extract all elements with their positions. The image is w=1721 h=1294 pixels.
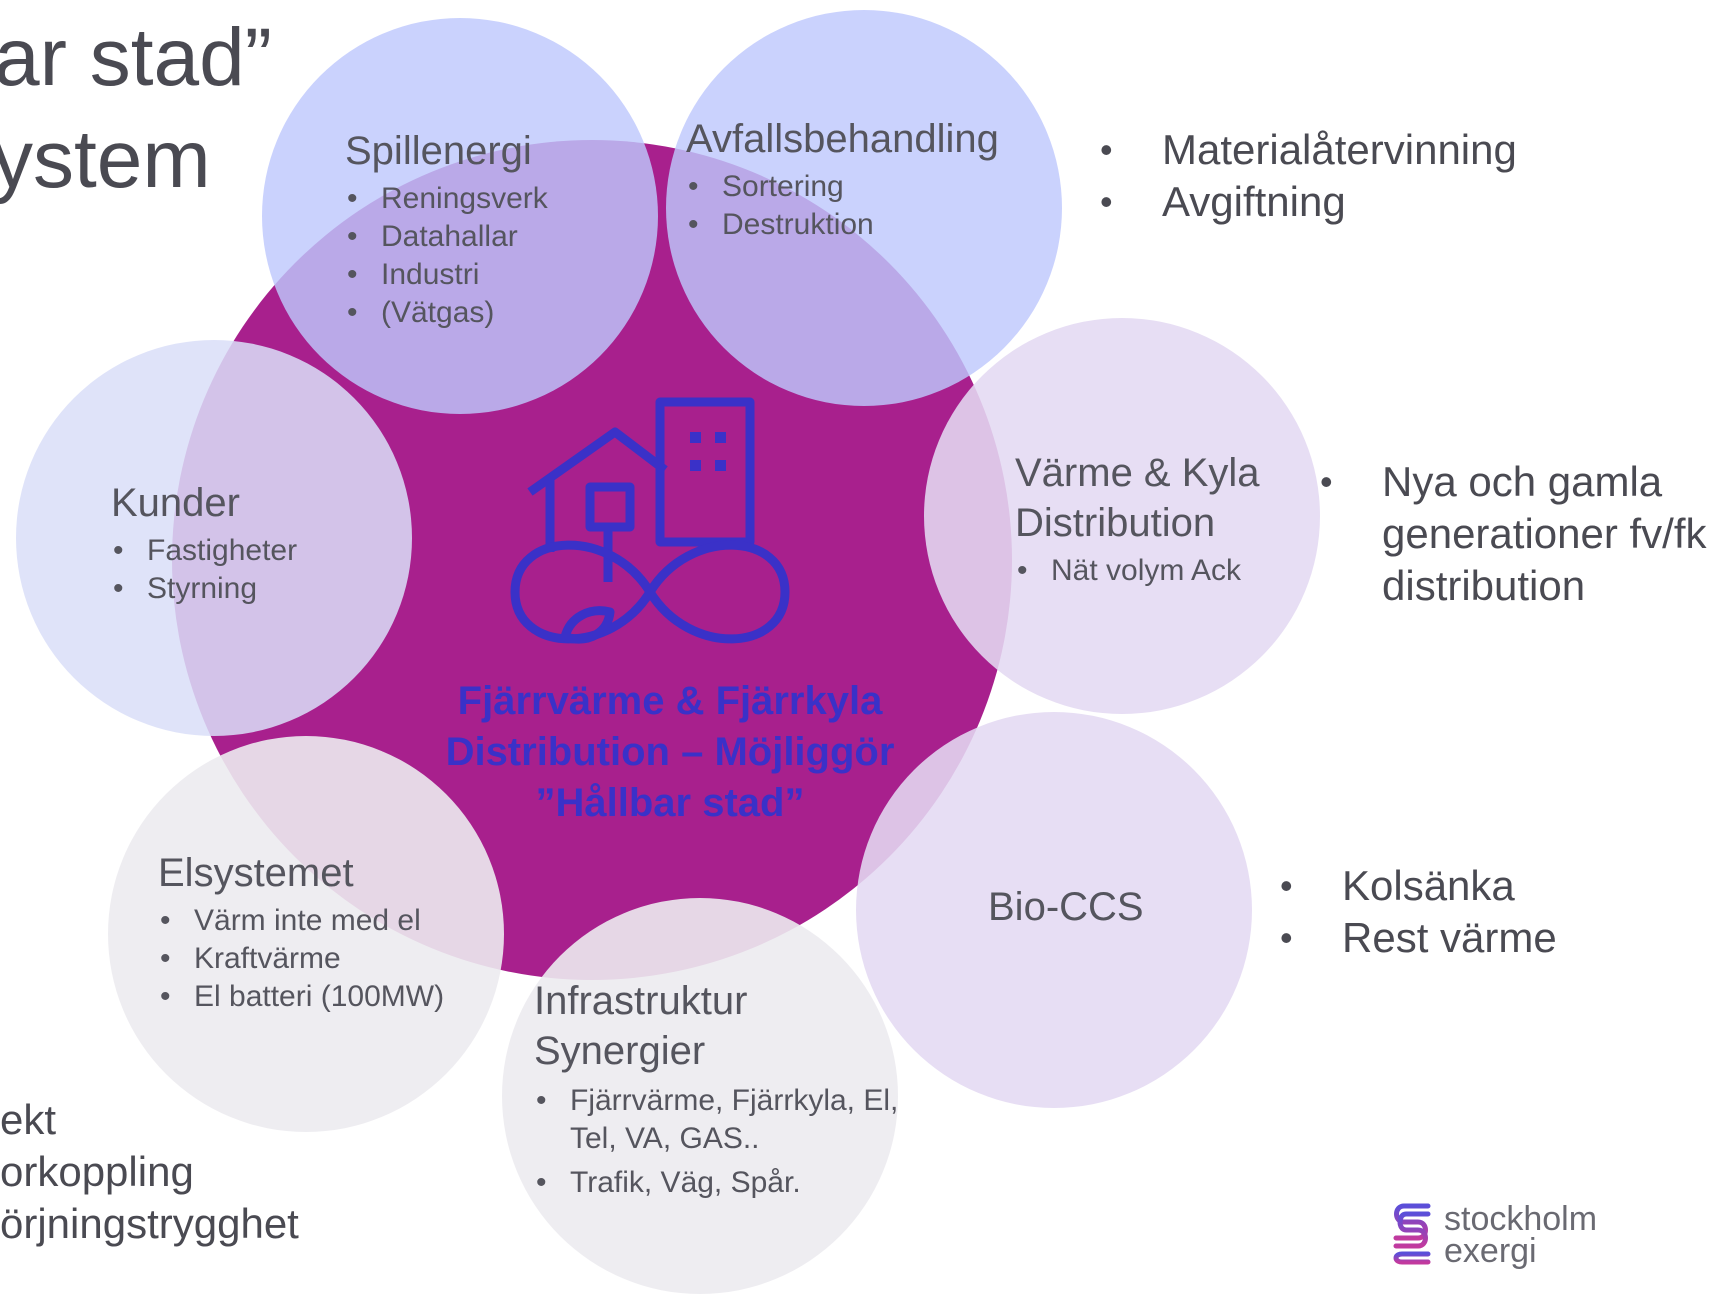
left-note-line: ekt [0,1096,57,1143]
spillenergi-title: Spillenergi [345,129,532,173]
list-item: Reningsverk [345,180,548,218]
list-item: Sortering [686,168,999,206]
side-note-item: Rest värme [1280,912,1557,964]
bio-ccs-title: Bio-CCS [988,885,1144,929]
list-item: Kraftvärme [158,940,444,978]
left-note-line: orkoppling [0,1148,194,1195]
varme-kyla-side-notes: Nya och gamla generationer fv/fk distrib… [1320,456,1712,612]
center-label: Fjärrvärme & Fjärrkyla Distribution – Mö… [390,676,950,829]
avfall-content: Avfallsbehandling Sortering Destruktion [686,114,999,244]
list-item: Trafik, Väg, Spår. [534,1164,900,1202]
center-label-line-1: Fjärrvärme & Fjärrkyla [457,679,883,723]
list-item: Industri [345,256,548,294]
slide-title-line-1: ar stad” [0,12,272,103]
elsystemet-content: Elsystemet Värm inte med el Kraftvärme E… [158,848,444,1016]
center-label-line-3: ”Hållbar stad” [535,781,805,825]
list-item: Fastigheter [111,532,297,570]
spillenergi-content: Spillenergi Reningsverk Datahallar Indus… [345,126,548,332]
elsystemet-title: Elsystemet [158,851,354,895]
left-bottom-notes: ekt orkoppling örjningstrygghet [0,1094,299,1250]
list-item: Destruktion [686,206,999,244]
list-item: Värm inte med el [158,902,444,940]
avfall-side-notes: Materialåtervinning Avgiftning [1100,124,1517,228]
list-item: Styrning [111,570,297,608]
kunder-content: Kunder Fastigheter Styrning [111,478,297,608]
side-note-item: Kolsänka [1280,860,1557,912]
infrastruktur-title-line-1: Infrastruktur [534,979,748,1023]
varme-kyla-title-line-2: Distribution [1015,501,1216,545]
varme-kyla-title-line-1: Värme & Kyla [1015,451,1260,495]
logo-line-2: exergi [1444,1232,1537,1270]
infrastruktur-title-line-2: Synergier [534,1029,706,1073]
bio-ccs-content: Bio-CCS [988,882,1144,932]
list-item: Nät volym Ack [1015,552,1260,590]
bio-ccs-side-notes: Kolsänka Rest värme [1280,860,1557,964]
circle-varme-kyla [924,318,1320,714]
varme-kyla-content: Värme & Kyla Distribution Nät volym Ack [1015,448,1260,590]
list-item: (Vätgas) [345,294,548,332]
side-note-item: Nya och gamla generationer fv/fk distrib… [1320,456,1712,612]
left-note-line: örjningstrygghet [0,1200,299,1247]
side-note-item: Materialåtervinning [1100,124,1517,176]
list-item: Fjärrvärme, Fjärrkyla, El, Tel, VA, GAS.… [534,1082,900,1158]
circle-bio-ccs [856,712,1252,1108]
side-note-item: Avgiftning [1100,176,1517,228]
stockholm-exergi-logo-icon [1393,1203,1431,1265]
avfall-title: Avfallsbehandling [686,117,999,161]
center-label-line-2: Distribution – Möjliggör [445,730,895,774]
kunder-title: Kunder [111,481,240,525]
list-item: Datahallar [345,218,548,256]
slide-title-line-2: ystem [0,114,211,205]
infrastruktur-content: Infrastruktur Synergier Fjärrvärme, Fjär… [534,976,900,1202]
list-item: El batteri (100MW) [158,978,444,1016]
logo-line-1: stockholm [1444,1200,1598,1238]
city-infinity-leaf-icon [510,397,790,644]
